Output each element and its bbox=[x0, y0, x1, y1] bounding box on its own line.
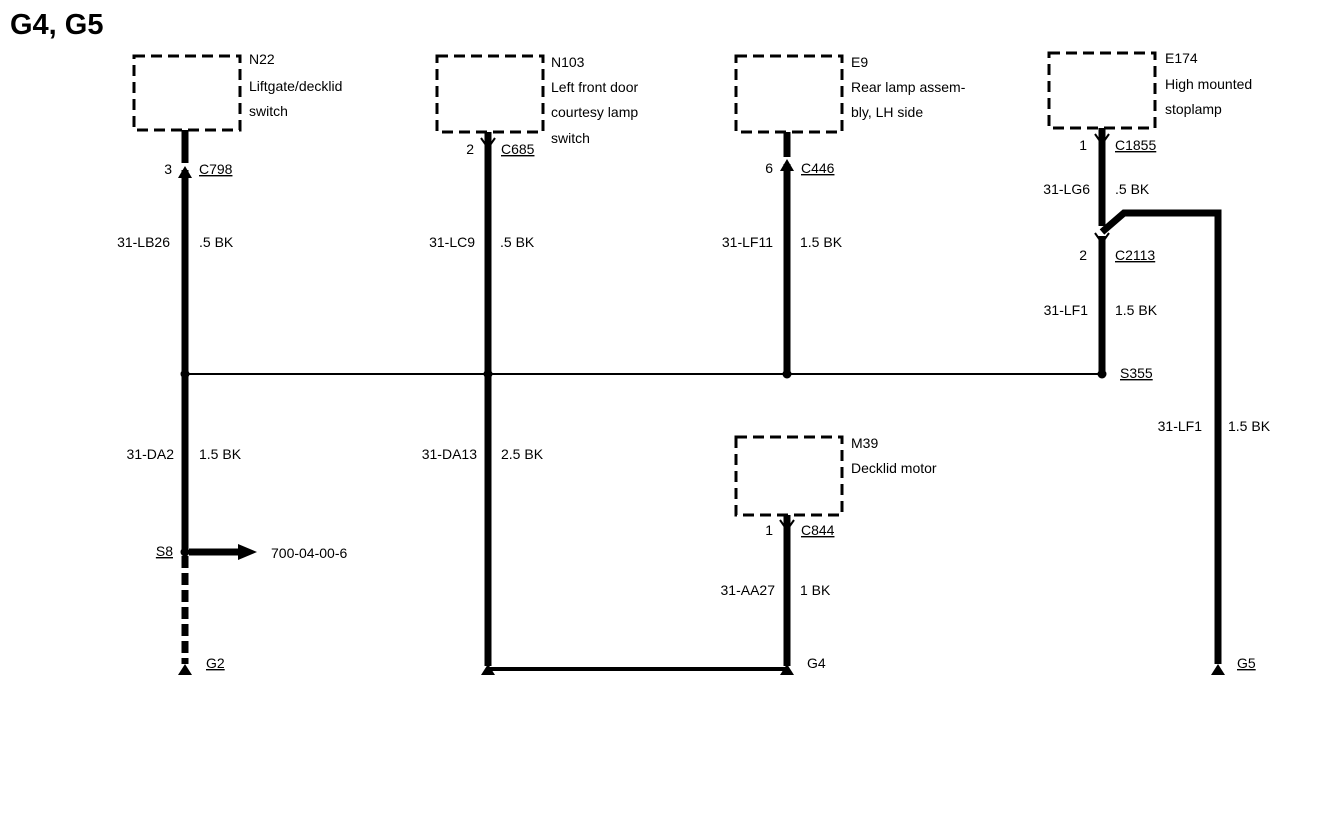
component-e174-id: E174 bbox=[1165, 50, 1198, 66]
connector-c2113-pin: 2 bbox=[1079, 247, 1087, 263]
component-m39: M39 Decklid motor bbox=[734, 435, 937, 517]
component-e174-box bbox=[1047, 51, 1157, 130]
component-e174-name-line1: High mounted bbox=[1165, 76, 1252, 92]
component-n22-id: N22 bbox=[249, 51, 275, 67]
component-n22-box bbox=[132, 54, 242, 132]
component-n103-box bbox=[435, 54, 545, 134]
wire-da2-gauge: 1.5 BK bbox=[199, 446, 242, 462]
circuit-e9: 6 C446 31-LF11 1.5 BK bbox=[722, 132, 843, 379]
component-e9-name-line1: Rear lamp assem- bbox=[851, 79, 966, 95]
component-n103-name-line2: courtesy lamp bbox=[551, 104, 638, 120]
wire-lg6-circuit: 31-LG6 bbox=[1043, 181, 1090, 197]
component-e174: E174 High mounted stoplamp bbox=[1047, 50, 1252, 130]
connector-c685-name: C685 bbox=[501, 141, 535, 157]
wire-da13-gauge: 2.5 BK bbox=[501, 446, 544, 462]
wire-lc9-circuit: 31-LC9 bbox=[429, 234, 475, 250]
page-reference-arrow-icon bbox=[238, 544, 257, 560]
ground-g5-icon bbox=[1211, 664, 1225, 675]
connector-c844-pin: 1 bbox=[765, 522, 773, 538]
component-e9-name-line2: bly, LH side bbox=[851, 104, 923, 120]
splice-s355-label: S355 bbox=[1120, 365, 1153, 381]
splice-s8-label: S8 bbox=[156, 543, 173, 559]
connector-c798-name: C798 bbox=[199, 161, 233, 177]
wire-lb26-gauge: .5 BK bbox=[199, 234, 234, 250]
wire-da2-circuit: 31-DA2 bbox=[127, 446, 175, 462]
component-n103-id: N103 bbox=[551, 54, 585, 70]
connector-c446-name: C446 bbox=[801, 160, 835, 176]
circuit-n103: 2 C685 31-LC9 .5 BK 31-DA13 2.5 BK bbox=[422, 132, 544, 675]
wire-lf11-circuit: 31-LF11 bbox=[722, 234, 773, 250]
connector-c798-pin: 3 bbox=[164, 161, 172, 177]
wire-da13-circuit: 31-DA13 bbox=[422, 446, 477, 462]
component-n22-name-line1: Liftgate/decklid bbox=[249, 78, 342, 94]
connector-c1855-name: C1855 bbox=[1115, 137, 1156, 153]
component-n103-name-line1: Left front door bbox=[551, 79, 639, 95]
ground-g4-label: G4 bbox=[807, 655, 826, 671]
ground-g2-icon bbox=[178, 664, 192, 675]
wire-lf1-branch bbox=[1099, 209, 1222, 664]
component-e9: E9 Rear lamp assem- bly, LH side bbox=[734, 54, 966, 134]
wire-lb26-circuit: 31-LB26 bbox=[117, 234, 170, 250]
component-e9-box bbox=[734, 54, 844, 134]
connector-c446-pin: 6 bbox=[765, 160, 773, 176]
component-m39-name-line1: Decklid motor bbox=[851, 460, 937, 476]
component-m39-box bbox=[734, 435, 844, 517]
wire-lf1a-gauge: 1.5 BK bbox=[1115, 302, 1158, 318]
circuit-e174: 1 C1855 31-LG6 .5 BK 2 C2113 31-LF1 1.5 … bbox=[1043, 128, 1271, 675]
component-e9-id: E9 bbox=[851, 54, 868, 70]
splice-dot-col3 bbox=[782, 369, 792, 379]
ground-g2-label: G2 bbox=[206, 655, 225, 671]
wire-aa27-gauge: 1 BK bbox=[800, 582, 831, 598]
splice-s8-reference: 700-04-00-6 bbox=[271, 545, 347, 561]
splice-s355-dot bbox=[1097, 369, 1107, 379]
component-e174-name-line2: stoplamp bbox=[1165, 101, 1222, 117]
wire-lf1b-circuit: 31-LF1 bbox=[1158, 418, 1203, 434]
splice-s8-dot bbox=[180, 547, 190, 557]
connector-c1855-pin: 1 bbox=[1079, 137, 1087, 153]
component-n103: N103 Left front door courtesy lamp switc… bbox=[435, 54, 639, 146]
connector-c685-pin: 2 bbox=[466, 141, 474, 157]
connector-c844-name: C844 bbox=[801, 522, 835, 538]
circuit-n22: 3 C798 31-LB26 .5 BK 31-DA2 1.5 BK S8 70… bbox=[117, 130, 347, 675]
component-n22-name-line2: switch bbox=[249, 103, 288, 119]
component-n103-name-line3: switch bbox=[551, 130, 590, 146]
ground-g5-label: G5 bbox=[1237, 655, 1256, 671]
wire-lc9-gauge: .5 BK bbox=[500, 234, 535, 250]
wire-lf1a-circuit: 31-LF1 bbox=[1044, 302, 1089, 318]
component-m39-id: M39 bbox=[851, 435, 878, 451]
component-n22: N22 Liftgate/decklid switch bbox=[132, 51, 342, 132]
wire-aa27-circuit: 31-AA27 bbox=[721, 582, 776, 598]
page-title: G4, G5 bbox=[10, 9, 104, 41]
connector-c2113-name: C2113 bbox=[1115, 247, 1155, 263]
wire-lf1b-gauge: 1.5 BK bbox=[1228, 418, 1271, 434]
wire-lf11-gauge: 1.5 BK bbox=[800, 234, 843, 250]
wire-lg6-gauge: .5 BK bbox=[1115, 181, 1150, 197]
circuit-m39: 1 C844 31-AA27 1 BK G4 bbox=[721, 515, 835, 675]
